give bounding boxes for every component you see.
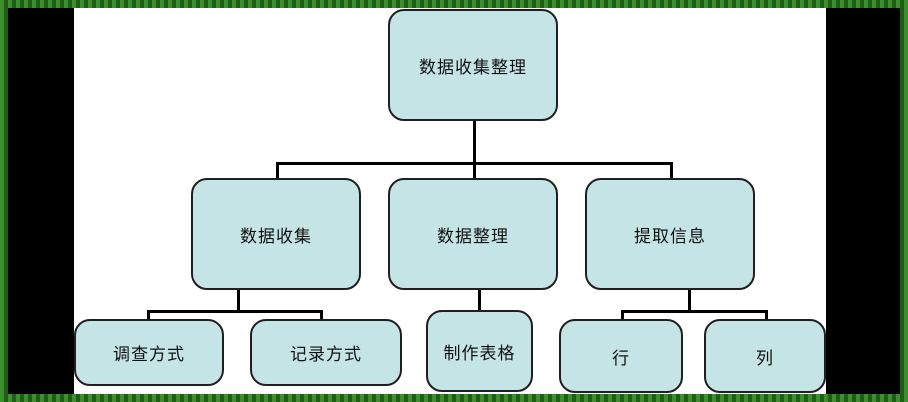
node-data-organization: 数据整理	[388, 178, 558, 290]
connector-to-extract	[670, 162, 673, 178]
node-root-data-collection-organization: 数据收集整理	[388, 9, 558, 121]
connector-collect-down	[237, 289, 240, 311]
node-column: 列	[704, 319, 826, 393]
node-make-table: 制作表格	[426, 310, 533, 392]
node-extract-information: 提取信息	[585, 178, 755, 290]
node-data-collection: 数据收集	[191, 178, 361, 290]
connector-extract-bus	[621, 310, 767, 313]
connector-organize-down	[478, 289, 481, 311]
connector-collect-bus	[147, 310, 322, 313]
node-row: 行	[559, 319, 683, 393]
connector-root-down	[473, 121, 476, 164]
connector-to-row	[621, 310, 624, 320]
connector-to-organize	[473, 162, 476, 178]
connector-extract-down	[688, 289, 691, 311]
node-survey-method: 调查方式	[74, 319, 224, 386]
node-record-method: 记录方式	[250, 319, 402, 386]
connector-to-record	[320, 310, 323, 320]
connector-to-survey	[147, 310, 150, 320]
diagram-canvas: 数据收集整理 数据收集 数据整理 提取信息 调查方式 记录方式 制作表格 行 列	[74, 8, 826, 394]
connector-to-collect	[276, 162, 279, 178]
connector-to-column	[765, 310, 768, 320]
